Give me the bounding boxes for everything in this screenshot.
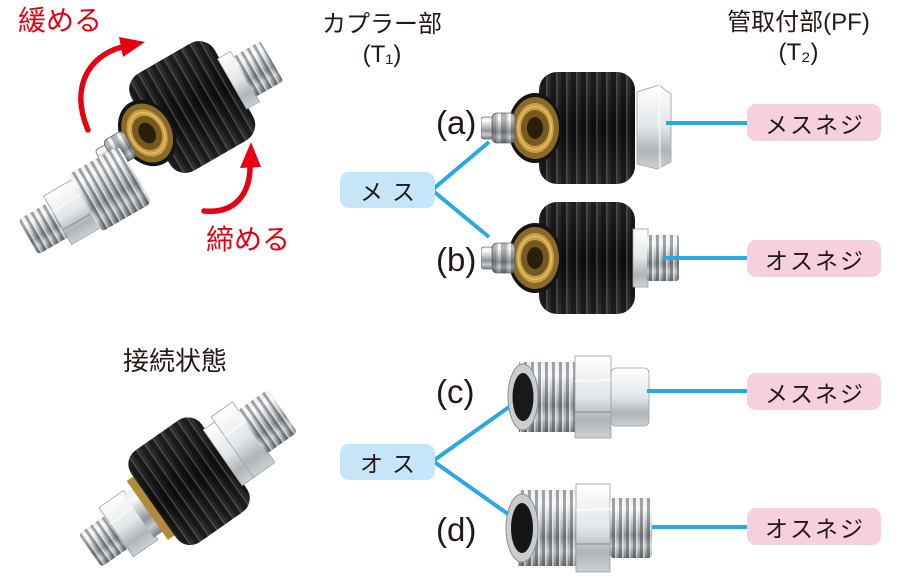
connected-state-label: 接続状態: [122, 346, 227, 376]
thread-tag-b: オスネジ: [747, 240, 881, 277]
photo-coupler-connected: [80, 391, 296, 566]
tighten-arrow-icon: [201, 142, 261, 214]
coupler-section-header: カプラー部 (T₁): [298, 10, 466, 70]
photo-coupler-disassembled: [19, 0, 310, 254]
nipple-photo: [19, 147, 150, 254]
photo-fitting-b: [481, 202, 679, 314]
row-label-b: (b): [436, 241, 477, 278]
row-label-d: (d): [436, 511, 477, 548]
loosen-arrow-icon: [78, 37, 145, 133]
pipe-section-header: 管取付部(PF) (T₂): [706, 8, 891, 68]
loosen-label: 緩める: [18, 5, 103, 36]
thread-tag-a: メスネジ: [747, 104, 881, 141]
coupler-section-title: カプラー部: [322, 11, 442, 38]
row-label-c: (c): [436, 373, 475, 410]
photo-fitting-d: [505, 483, 652, 573]
male-coupler-tag: オス: [340, 444, 435, 480]
male-branch-line: [429, 405, 511, 516]
pipe-section-sub: (T₂): [778, 39, 819, 66]
photo-fitting-c: [507, 355, 650, 439]
row-label-a: (a): [436, 104, 477, 141]
photo-fitting-a: [481, 72, 672, 184]
coupler-section-sub: (T₁): [362, 41, 402, 68]
thread-tag-d: オスネジ: [747, 508, 881, 545]
thread-tag-c: メスネジ: [747, 373, 881, 410]
female-coupler-tag: メス: [340, 172, 435, 208]
tighten-label: 締める: [206, 224, 291, 255]
pipe-section-title: 管取付部(PF): [727, 9, 870, 36]
